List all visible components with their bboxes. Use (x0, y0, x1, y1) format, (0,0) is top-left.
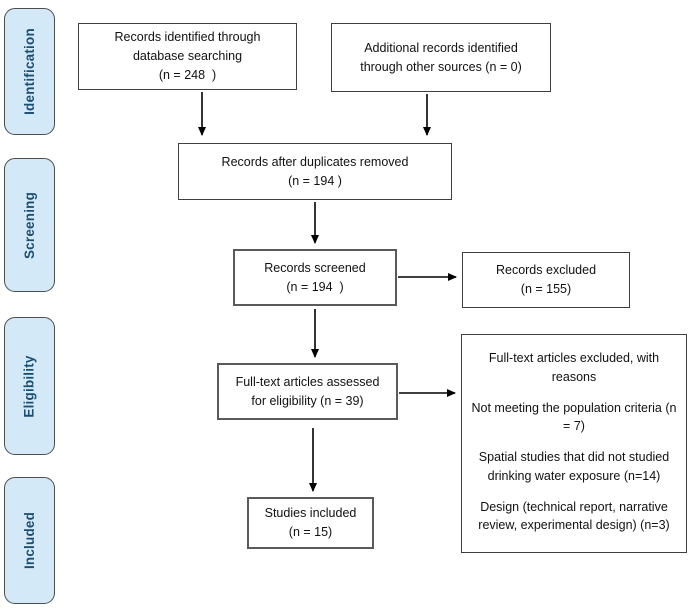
box-studies-included: Studies included (n = 15) (247, 497, 374, 549)
box-text-line: Records excluded (495, 263, 597, 278)
box-fulltext-excluded: Full-text articles excluded, with reason… (461, 334, 687, 553)
box-fulltext-assessed: Full-text articles assessed for eligibil… (217, 363, 398, 420)
stage-identification: Identification (4, 8, 55, 135)
box-text-line: Records screened (264, 260, 366, 275)
stage-screening: Screening (4, 158, 55, 292)
stage-label-eligibility: Eligibility (22, 354, 37, 418)
box-count: (n = 194 ) (286, 279, 344, 294)
stage-label-screening: Screening (22, 191, 38, 259)
box-count: through other sources (n = 0) (360, 59, 522, 74)
stage-included: Included (4, 477, 55, 604)
box-records-identified: Records identified through database sear… (78, 23, 297, 90)
exclusion-reason: Not meeting the population criteria (n =… (471, 400, 680, 434)
box-text-line: Studies included (264, 506, 357, 521)
box-text-line: database searching (132, 49, 243, 64)
box-text-line: Records after duplicates removed (221, 154, 409, 169)
box-count: (n = 155) (520, 282, 572, 296)
box-records-excluded: Records excluded (n = 155) (462, 252, 630, 308)
exclusion-reason: Spatial studies that did not studied dri… (478, 450, 673, 483)
box-additional-records: Additional records identified through ot… (331, 23, 551, 92)
box-count: (n = 194 ) (288, 173, 342, 188)
box-records-screened: Records screened (n = 194 ) (233, 249, 397, 306)
box-text-line: Full-text articles assessed (235, 374, 380, 389)
box-after-duplicates: Records after duplicates removed (n = 19… (178, 143, 452, 200)
box-count: (n = 248 ) (158, 67, 217, 82)
box-count: (n = 15) (288, 525, 333, 539)
exclusion-heading: Full-text articles excluded, with reason… (488, 351, 663, 384)
box-count: for eligibility (n = 39) (251, 393, 364, 408)
stage-eligibility: Eligibility (4, 317, 55, 455)
box-text-line: Records identified through (114, 30, 261, 45)
stage-label-included: Included (22, 511, 38, 570)
stage-label-identification: Identification (22, 28, 37, 115)
exclusion-reason: Design (technical report, narrative revi… (478, 499, 672, 533)
box-text-line: Additional records identified (364, 40, 518, 55)
